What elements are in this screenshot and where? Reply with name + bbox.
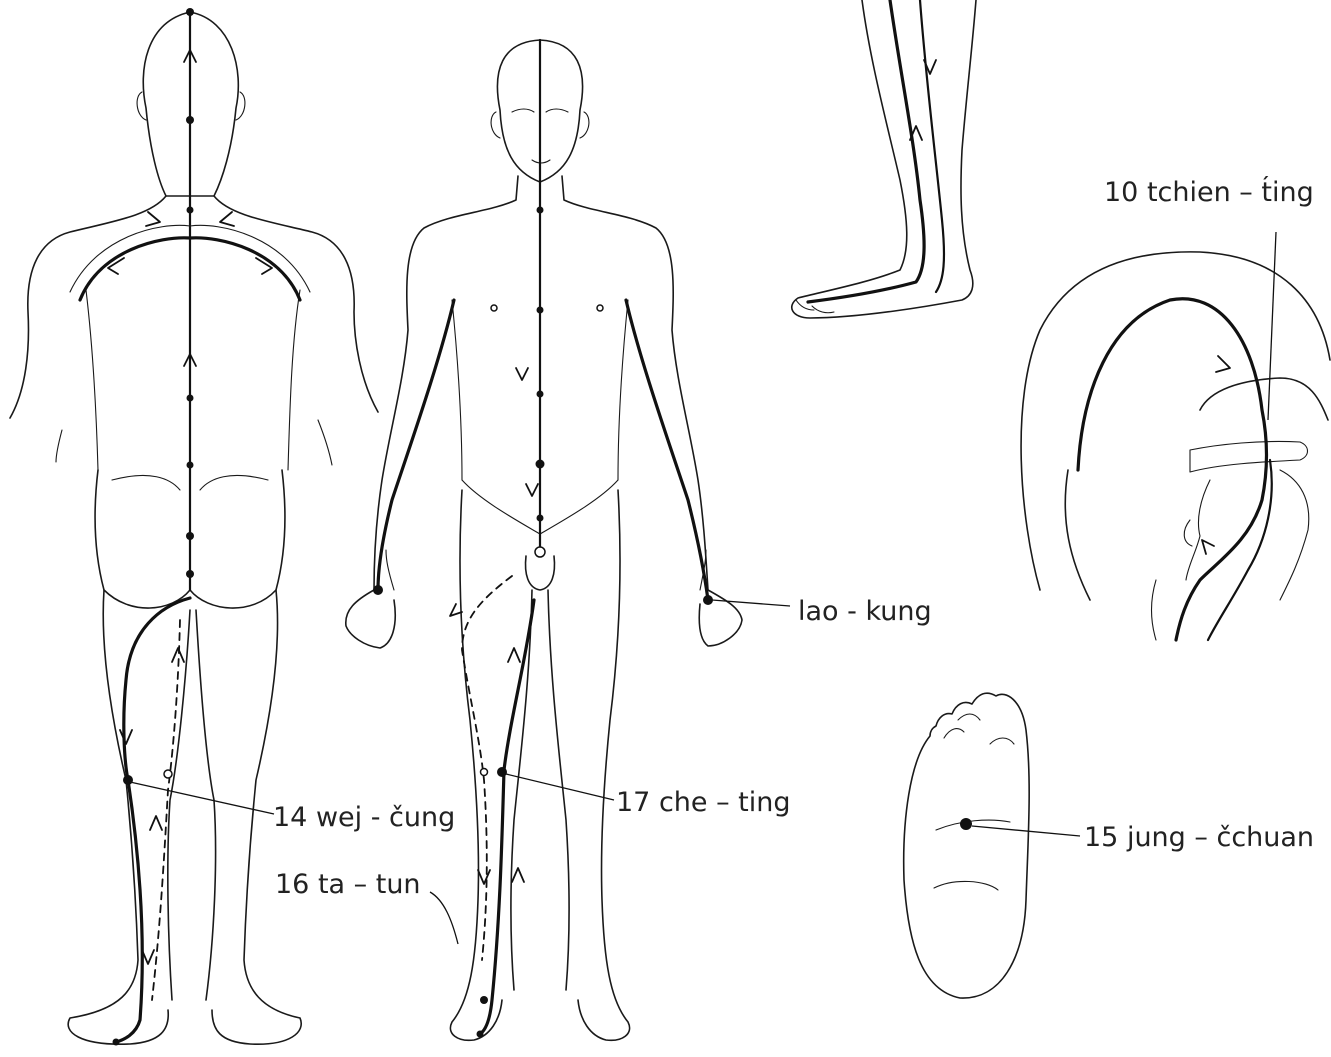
- label-jung-cchuan: 15 jung – čchuan: [1084, 822, 1314, 853]
- label-wej-cung: 14 wej - čung: [273, 802, 455, 833]
- label-lao-kung: lao - kung: [798, 596, 932, 627]
- label-ta-tun: 16 ta – tun: [275, 869, 421, 900]
- foot-sole-view: [904, 693, 1080, 998]
- leader-lines: [130, 600, 790, 944]
- leader-wej-cung: [130, 782, 274, 814]
- head-side-view: [1021, 232, 1330, 640]
- label-che-ting: 17 che – ting: [616, 787, 791, 818]
- label-tchien-ting: 10 tchien – t́ing: [1104, 176, 1314, 208]
- leader-che-ting: [506, 774, 614, 800]
- leader-lao-kung: [712, 600, 790, 606]
- leg-side-view: [792, 0, 976, 318]
- leader-ta-tun: [430, 892, 458, 944]
